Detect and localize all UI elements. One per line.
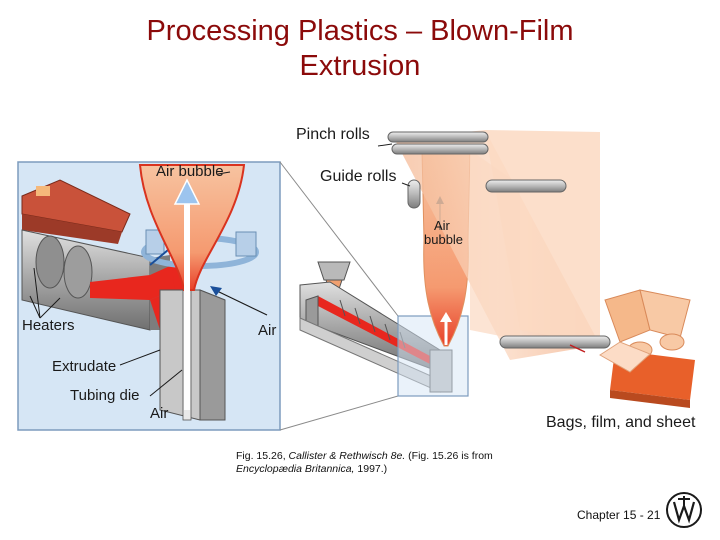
label-extrudate: Extrudate bbox=[52, 358, 117, 375]
products-display bbox=[569, 289, 695, 408]
label-air-right: Air bbox=[258, 322, 277, 339]
pinch-rolls bbox=[377, 131, 489, 155]
label-bags-film-sheet: Bags, film, and sheet bbox=[546, 414, 696, 431]
title-line-2: Extrusion bbox=[299, 50, 421, 82]
caption-part-2: Callister & Rethwisch 8e. bbox=[288, 450, 406, 462]
tubing-die-block bbox=[159, 279, 226, 421]
air-arrows bbox=[173, 178, 268, 410]
caption-part-1: Fig. 15.26, bbox=[236, 450, 289, 462]
label-heaters: Heaters bbox=[22, 317, 75, 334]
label-guide-rolls: Guide rolls bbox=[320, 168, 397, 185]
caption-part-4: Encyclopædia Britannica, bbox=[236, 463, 355, 475]
flattened-film bbox=[395, 130, 600, 360]
label-air-bubble-small-1: Air bbox=[434, 218, 450, 233]
figure-caption: Fig. 15.26, Callister & Rethwisch 8e. (F… bbox=[236, 450, 506, 476]
guide-rolls bbox=[401, 179, 567, 209]
bottom-roll bbox=[499, 335, 611, 349]
label-pinch-rolls: Pinch rolls bbox=[296, 126, 370, 143]
footer-chapter: Chapter 15 - bbox=[577, 508, 644, 522]
inset-connectors bbox=[279, 161, 399, 431]
page-title: Processing Plastics – Blown-Film Extrusi… bbox=[40, 14, 680, 84]
air-bubble-shape bbox=[138, 164, 246, 291]
label-tubing-die: Tubing die bbox=[70, 387, 140, 404]
publisher-logo-icon bbox=[666, 492, 702, 528]
title-line-1: Processing Plastics – Blown-Film bbox=[146, 15, 574, 47]
heater-bricks bbox=[21, 179, 131, 244]
label-air-bottom: Air bbox=[150, 405, 169, 422]
caption-part-5: 1997.) bbox=[354, 463, 388, 475]
magnify-box bbox=[397, 315, 469, 397]
label-air-bubble-small-2: bubble bbox=[424, 232, 464, 247]
slide-footer: Chapter 15 - 21 bbox=[577, 508, 660, 522]
label-leaders bbox=[29, 171, 231, 397]
label-air-bubble-main: Air bubble bbox=[156, 163, 224, 180]
die-inset bbox=[17, 161, 281, 431]
footer-page: 21 bbox=[647, 508, 661, 522]
caption-part-3: (Fig. 15.26 is from bbox=[405, 450, 493, 462]
